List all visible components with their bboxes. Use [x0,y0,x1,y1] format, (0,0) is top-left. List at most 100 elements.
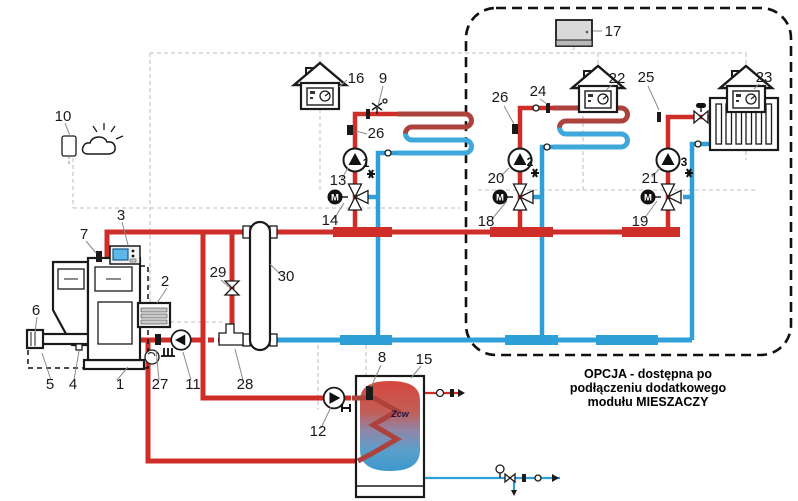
air-vent-icon [371,98,388,114]
hot-outlet-union [450,389,454,397]
boiler-assembly [25,245,172,371]
callout-11: 11 [185,376,201,393]
floor-coil-1-warm [398,111,474,134]
module-slat [140,319,168,325]
callout-15: 15 [416,351,433,368]
draft-fan-blade [147,352,156,357]
option-note-line3: modułu MIESZACZY [588,395,709,409]
radiator-slat [715,103,723,145]
check-valve-icon [504,472,512,484]
flue-grill-icon [161,348,175,357]
callout-12: 12 [310,423,327,440]
callout-1: 1 [116,376,124,393]
callout-6: 6 [32,302,40,319]
hot-outlet-arrow-icon [458,389,465,397]
radiator-valve-body [700,109,709,125]
option-note: OPCJA - dostępna po podłączeniu dodatkow… [570,367,727,409]
feeder-sensor [75,343,83,351]
circuit2-number: 2 [527,155,534,169]
circuit1-vent-union [366,109,370,119]
hot-outlet-connector [435,388,445,398]
callout-14: 14 [322,212,339,229]
circuit3-number: 3 [681,155,688,169]
drain-arrow-icon [511,490,517,496]
callout-17: 17 [605,23,622,40]
boiler-upper-door [94,266,133,292]
cloud-icon [81,136,116,155]
callout-21: 21 [642,170,659,187]
module-slat [140,307,168,313]
circuit2-pipe-sensor [546,103,550,113]
callout-19: 19 [632,213,649,230]
callout-22: 22 [609,70,626,87]
pipe-connector [384,149,392,157]
circuit1-fan-icon [367,169,375,179]
floor-coil-2-warm [553,105,630,128]
callout-25: 25 [638,69,655,86]
callout-18: 18 [478,213,495,230]
callout-26a: 26 [368,125,385,142]
callout-5: 5 [46,376,54,393]
circuit3-fan-icon [685,168,693,178]
radiator-valve [693,103,709,125]
controller-button [131,249,135,253]
circuit3-valve-motor-label: M [644,193,652,204]
separator-vessel [248,220,272,352]
circuit3-pipe-sensor [657,112,661,122]
cold-inlet-connector [534,474,542,482]
boiler-temp-sensor [96,251,102,262]
check-valve-icon [508,472,516,484]
callout-13: 13 [330,172,347,189]
outdoor-sensor-body [61,135,77,157]
callout-27: 27 [152,376,169,393]
callout-28: 28 [237,376,254,393]
dhw-pump-check-valve-icon [341,404,351,412]
callouts: 1 2 3 4 5 6 7 8 9 10 11 12 13 14 15 16 1… [32,23,773,440]
radiator-valve-head [696,103,706,108]
module-slat [140,313,168,319]
callout-10: 10 [55,108,72,125]
return-temp-sensor [155,334,161,345]
option-note-line2: podłączeniu dodatkowego [570,381,727,395]
callout-8: 8 [378,349,386,366]
option-note-line1: OPCJA - dostępna po [584,367,712,381]
callout-23: 23 [756,69,773,86]
outdoor-sensor [61,123,124,166]
safety-valve-icon [495,464,505,474]
control-wiring [72,46,758,410]
boiler-lower-door [97,301,133,345]
cold-inlet-safety-group [495,464,559,496]
callout-7: 7 [80,226,88,243]
controller-screen [112,248,129,261]
supply-manifold [104,229,680,258]
boiler-base [82,358,146,371]
pipe-connector [543,143,551,151]
module-dot [585,30,589,34]
boiler-circulation-pump [170,329,192,351]
floor-coil-1 [398,111,474,156]
callout-2: 2 [161,273,169,290]
extension-module [555,19,593,47]
callout-9: 9 [379,70,387,87]
dhw-coil-return-pipe [145,340,358,464]
pipe-connector [694,140,702,148]
dhw-supply-pipe [200,232,323,401]
callout-3: 3 [117,207,125,224]
circuit1-valve-motor-label: M [331,193,339,204]
sun-rays-icon [92,123,124,140]
hydraulic-separator [242,220,278,352]
dhw-tank: Zcw [352,374,426,499]
callout-4: 4 [69,376,77,393]
module-bottom-strip [555,39,593,47]
pipe-connector [532,104,540,112]
tank-temp-sensor [366,386,373,400]
callout-24: 24 [530,83,547,100]
circuit3-return-pipe [689,141,710,340]
circuit1-number: 1 [363,156,370,170]
controller-button [129,258,137,263]
floor-coil-2 [553,105,630,150]
callout-20: 20 [488,170,505,187]
callout-16: 16 [348,70,365,87]
cold-inlet-arrow-icon [552,474,559,482]
